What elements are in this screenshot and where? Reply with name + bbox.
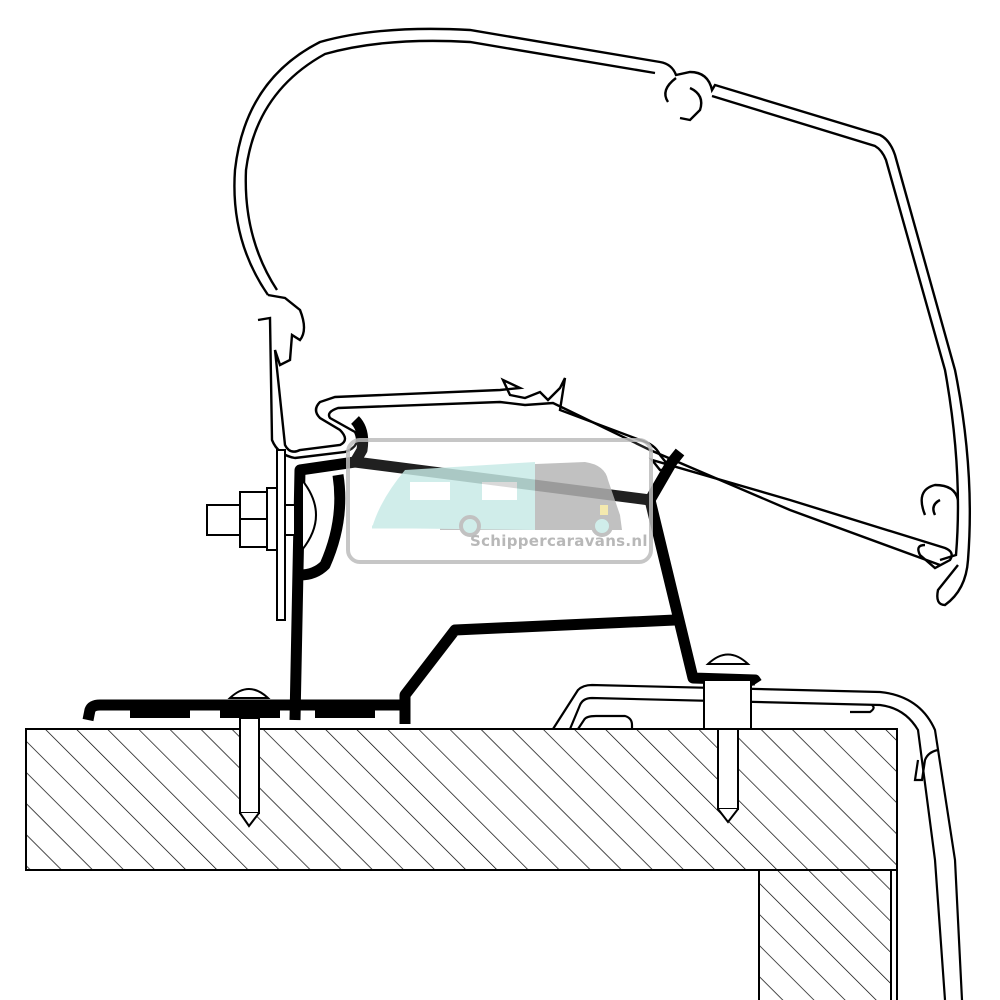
watermark xyxy=(346,438,653,564)
base-foot-teeth xyxy=(130,708,375,718)
screw-left xyxy=(227,688,271,828)
watermark-text: Schippercaravans.nl xyxy=(470,532,648,550)
bolt-and-nut xyxy=(206,449,317,621)
roof-edge-profile xyxy=(552,683,964,1000)
roof-panel xyxy=(25,728,898,871)
screw-right xyxy=(703,653,752,824)
wall-panel xyxy=(758,729,898,1000)
caravan-and-camper-icon xyxy=(372,462,622,537)
